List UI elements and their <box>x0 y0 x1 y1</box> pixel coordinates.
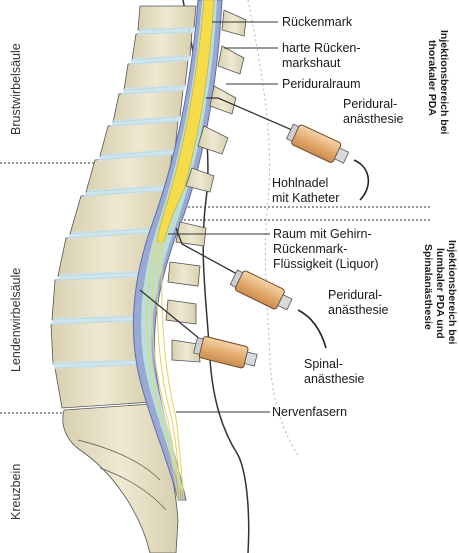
label-spinal-anesthesia-1: Spinal- <box>304 357 343 371</box>
label-csf-2: Rückenmark- <box>273 242 347 256</box>
label-csf-3: Flüssigkeit (Liquor) <box>273 257 379 271</box>
vertebra <box>138 6 196 30</box>
label-spinal-anesthesia-2: anästhesie <box>304 372 365 386</box>
zone-thoracic-1: Injektionsbereich bei <box>438 30 450 135</box>
label-epidural-mid-1: Peridural- <box>328 288 382 302</box>
label-nerve-fibers: Nervenfasern <box>272 405 347 419</box>
label-spinal-cord: Rückenmark <box>282 15 353 29</box>
label-epidural-top-2: anästhesie <box>343 112 404 126</box>
label-epidural-space: Periduralraum <box>282 77 361 91</box>
zone-thoracic-2: thorakaler PDA <box>426 40 438 116</box>
label-csf-1: Raum mit Gehirn- <box>273 227 372 241</box>
zone-lumbar-2: lumbaler PDA und <box>434 248 446 339</box>
label-epidural-top-1: Peridural- <box>343 97 397 111</box>
vertebra <box>51 320 146 364</box>
region-sacrum: Kreuzbein <box>9 464 23 520</box>
region-lumbar: Lendenwirbelsäule <box>9 268 23 372</box>
syringe-spinal <box>193 335 258 371</box>
zone-lumbar-1: Injektionsbereich bei <box>446 240 458 345</box>
catheter-tail <box>354 160 368 200</box>
label-dura-1: harte Rücken- <box>282 41 361 55</box>
label-dura-2: markshaut <box>282 56 341 70</box>
label-hollow-needle-2: mit Katheter <box>272 191 339 205</box>
zone-lumbar-3: Spinalanästhesie <box>422 244 434 330</box>
region-thoracic: Brustwirbelsäule <box>9 43 23 135</box>
label-epidural-mid-2: anästhesie <box>328 303 389 317</box>
label-hollow-needle-1: Hohlnadel <box>272 176 328 190</box>
syringe-lumbar-epidural <box>229 267 294 314</box>
lumbar-catheter-tail <box>298 310 326 348</box>
syringe-thoracic <box>285 121 350 167</box>
